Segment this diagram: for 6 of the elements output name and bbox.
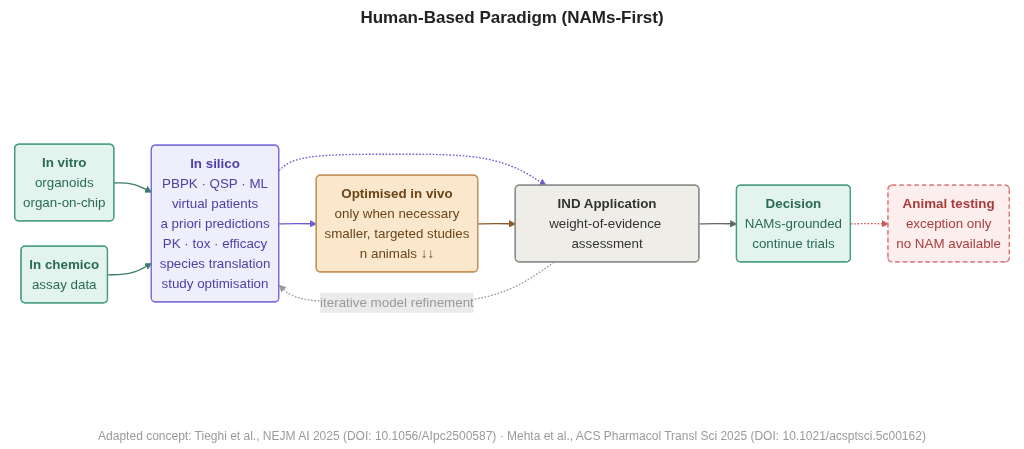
diagram-title: Human-Based Paradigm (NAMs-First) bbox=[360, 8, 664, 28]
caption: Adapted concept: Tieghi et al., NEJM AI 2025 (DOI: 10.1056/AIpc2500587) · Mehta et al., ACS Pharmacol Transl Sci 2025 (DOI: 10.1021/acsptsci.5c00162) bbox=[98, 429, 926, 443]
edge-label: iterative model refinement bbox=[320, 295, 474, 310]
arrow bbox=[278, 220, 317, 228]
arrow bbox=[278, 153, 547, 186]
arrow bbox=[477, 220, 516, 228]
